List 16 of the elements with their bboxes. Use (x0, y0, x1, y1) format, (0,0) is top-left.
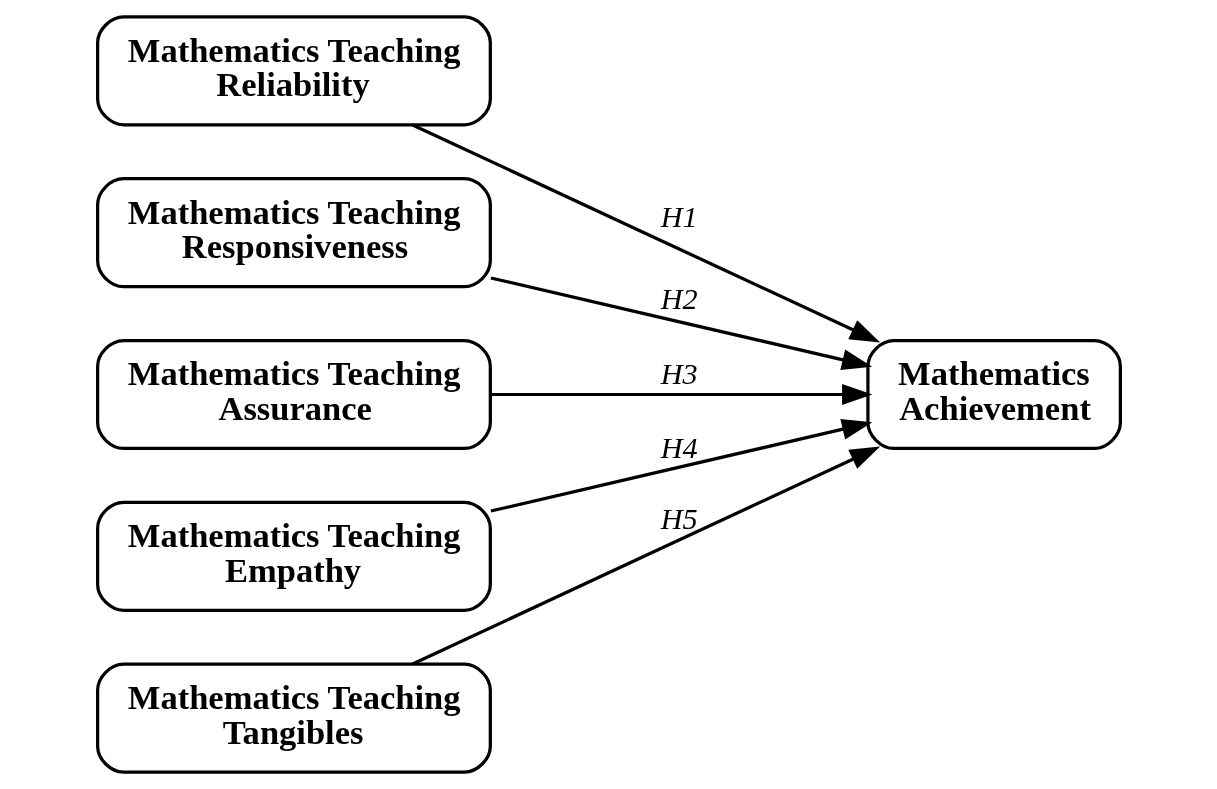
arrow (490, 383, 872, 406)
edge-label: H3 (660, 357, 698, 392)
edge-label: H1 (660, 199, 698, 234)
edge-label: H5 (660, 501, 698, 536)
node-box: Mathematics Achievement (865, 338, 1122, 451)
node-box: Mathematics Teaching Reliability (95, 15, 492, 127)
node-box: Mathematics Teaching Responsiveness (95, 177, 492, 289)
arrow (490, 418, 872, 513)
node-box: Mathematics Teaching Empathy (95, 500, 492, 612)
node-box: Mathematics Teaching Assurance (95, 338, 492, 451)
node-box: Mathematics Teaching Tangibles (95, 662, 492, 774)
arrow (490, 276, 872, 371)
arrow (411, 123, 880, 343)
arrow (411, 446, 880, 666)
edge-label: H2 (660, 281, 698, 316)
edge-label: H4 (660, 430, 698, 465)
